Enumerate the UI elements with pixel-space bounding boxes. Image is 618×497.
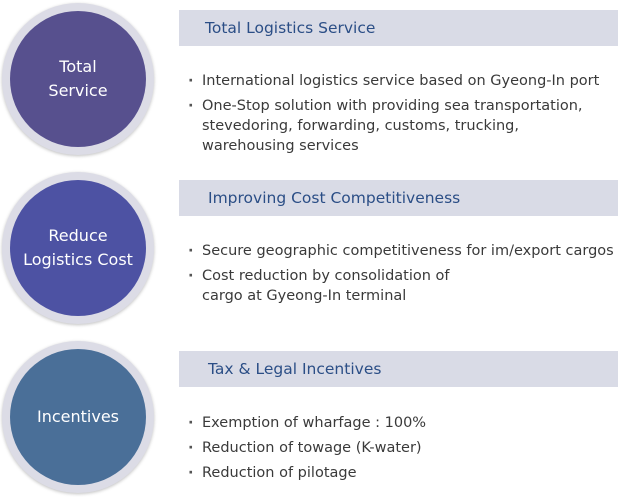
circle-reduce-logistics-cost: Reduce Logistics Cost xyxy=(10,180,146,316)
section-header-text: Improving Cost Competitiveness xyxy=(208,189,461,207)
bullet-item: Exemption of wharfage : 100% xyxy=(188,413,618,433)
circle-total-service: Total Service xyxy=(10,11,146,147)
circle-label: Total Service xyxy=(48,57,108,100)
bullet-list: International logistics service based on… xyxy=(188,71,618,161)
circle-frame: Total Service xyxy=(2,3,154,155)
circle-frame: Incentives xyxy=(2,341,154,493)
section-header-text: Total Logistics Service xyxy=(205,19,376,37)
circle-incentives: Incentives xyxy=(10,349,146,485)
circle-label: Reduce Logistics Cost xyxy=(23,226,133,269)
bullet-item: International logistics service based on… xyxy=(188,71,618,91)
circle-frame: Reduce Logistics Cost xyxy=(2,172,154,324)
section-header: Total Logistics Service xyxy=(179,10,618,46)
section-header-text: Tax & Legal Incentives xyxy=(208,360,382,378)
bullet-item: Reduction of towage (K-water) xyxy=(188,438,618,458)
section-header: Tax & Legal Incentives xyxy=(179,351,618,387)
bullet-item: Secure geographic competitiveness for im… xyxy=(188,241,618,261)
circle-label: Incentives xyxy=(36,407,119,426)
bullet-item: One-Stop solution with providing sea tra… xyxy=(188,96,618,156)
bullet-list: Exemption of wharfage : 100% Reduction o… xyxy=(188,413,618,488)
section-header: Improving Cost Competitiveness xyxy=(179,180,618,216)
bullet-list: Secure geographic competitiveness for im… xyxy=(188,241,618,311)
bullet-item: Reduction of pilotage xyxy=(188,463,618,483)
bullet-item: Cost reduction by consolidation of cargo… xyxy=(188,266,618,306)
